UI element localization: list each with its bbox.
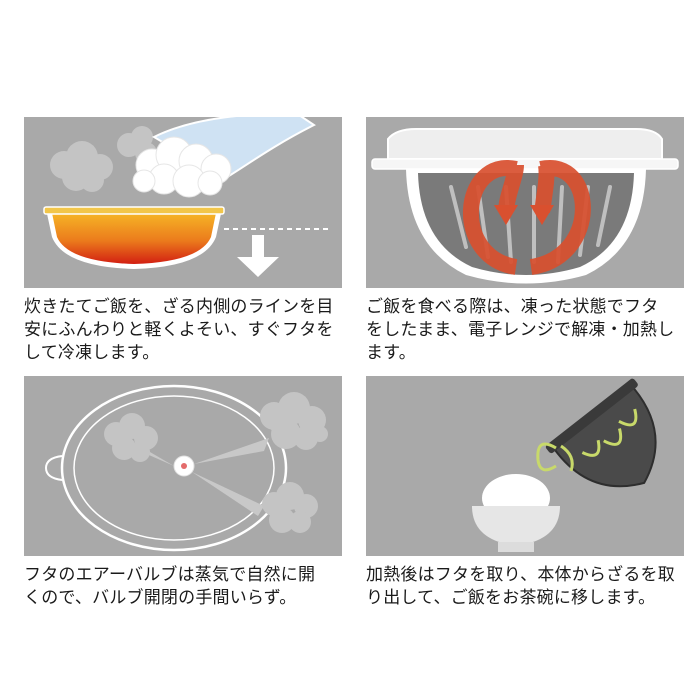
caption-line: ます。: [366, 343, 416, 363]
step1-caption: 炊きたてご飯を、ざる内側のラインを目 安にふんわりと軽くよそい、すぐフタを して…: [24, 296, 334, 365]
step4-illustration: [366, 376, 684, 556]
step1-illustration: [24, 117, 342, 288]
down-arrow-icon: [237, 235, 279, 277]
rice-bowl-icon: [472, 506, 560, 544]
caption-line: 炊きたてご飯を、ざる内側のラインを目: [24, 297, 334, 317]
caption-line: フタのエアーバルブは蒸気で自然に開: [24, 565, 316, 585]
lid-icon: [387, 128, 663, 160]
caption-line: 安にふんわりと軽くよそい、すぐフタを: [24, 320, 334, 340]
step2-illustration: [366, 117, 684, 288]
caption-line: をしたまま、電子レンジで解凍・加熱し: [366, 320, 675, 340]
rice-strand-icon: [536, 442, 574, 472]
rice-bowl-icon: [52, 213, 216, 264]
lid-top-view: [60, 384, 288, 552]
caption-line: り出して、ご飯をお茶碗に移します。: [366, 588, 656, 608]
caption-line: して冷凍します。: [24, 343, 160, 363]
step2-caption: ご飯を食べる際は、凍った状態でフタ をしたまま、電子レンジで解凍・加熱し ます。: [366, 296, 674, 365]
strainer-icon: [545, 378, 657, 488]
step4-caption: 加熱後はフタを取り、本体からざるを取 り出して、ご飯をお茶碗に移します。: [366, 564, 675, 610]
rice-icon: [132, 136, 232, 198]
step3-caption: フタのエアーバルブは蒸気で自然に開 くので、バルブ開閉の手間いらず。: [24, 564, 315, 610]
steam-cloud-icon: [104, 392, 328, 533]
caption-line: ご飯を食べる際は、凍った状態でフタ: [366, 297, 659, 317]
caption-line: 加熱後はフタを取り、本体からざるを取: [366, 565, 675, 585]
rice-paddle-icon: [151, 117, 316, 181]
caption-line: くので、バルブ開閉の手間いらず。: [24, 588, 297, 608]
step3-illustration: [24, 376, 342, 556]
